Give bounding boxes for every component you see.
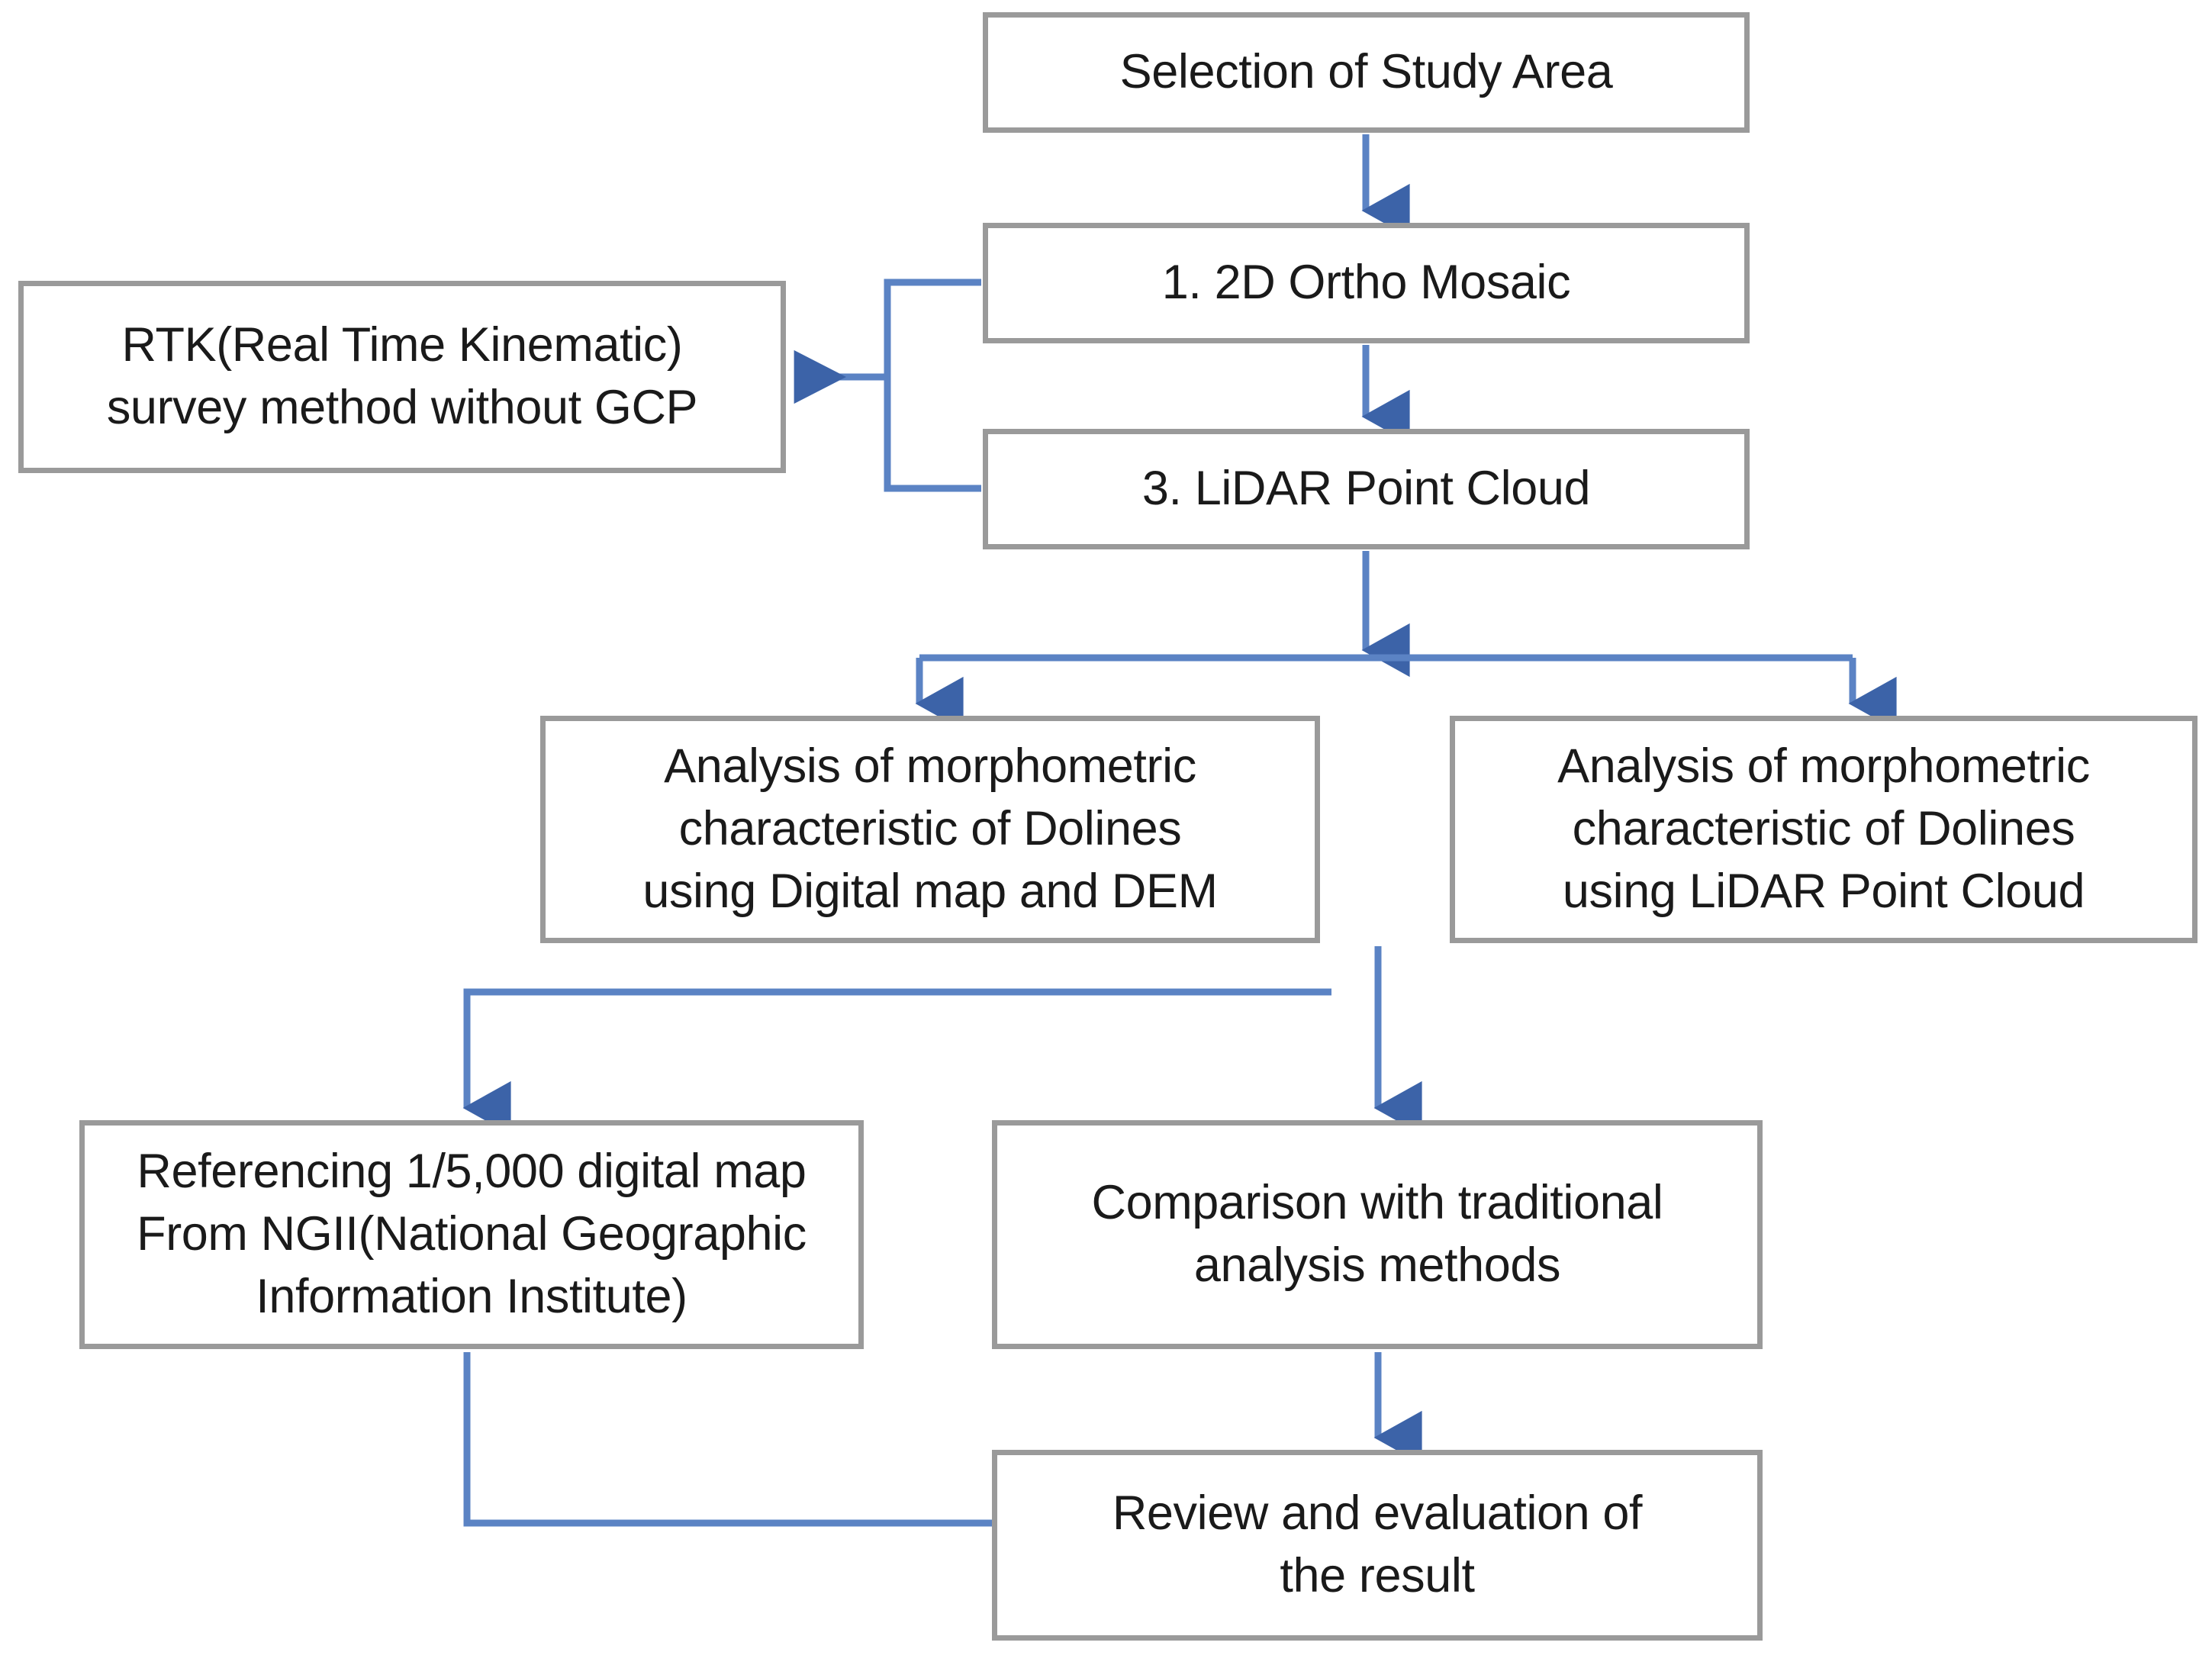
node-rtk-survey-method[interactable]: RTK(Real Time Kinematic) survey method w… [18, 281, 786, 473]
connector-analysis-dem-to-referencing [462, 988, 1331, 1135]
node-label: 3. LiDAR Point Cloud [1141, 462, 1591, 516]
node-label: Selection of Study Area [1119, 45, 1613, 99]
node-review-and-evaluation[interactable]: Review and evaluation of the result [992, 1450, 1763, 1641]
node-label: RTK(Real Time Kinematic) survey method w… [106, 318, 698, 434]
node-analysis-lidar-point-cloud[interactable]: Analysis of morphometric characteristic … [1450, 716, 2198, 943]
node-label: Review and evaluation of the result [1112, 1486, 1643, 1602]
node-label: 1. 2D Ortho Mosaic [1161, 256, 1571, 310]
node-2d-ortho-mosaic[interactable]: 1. 2D Ortho Mosaic [983, 223, 1750, 343]
node-label: Comparison with traditional analysis met… [1091, 1176, 1663, 1292]
node-lidar-point-cloud[interactable]: 3. LiDAR Point Cloud [983, 429, 1750, 549]
node-label: Analysis of morphometric characteristic … [642, 739, 1218, 918]
node-selection-of-study-area[interactable]: Selection of Study Area [983, 12, 1750, 133]
connector-bracket-stem-top [884, 279, 981, 492]
node-analysis-digital-map-dem[interactable]: Analysis of morphometric characteristic … [540, 716, 1320, 943]
node-label: Referencing 1/5,000 digital map From NGI… [137, 1145, 807, 1323]
node-referencing-digital-map-ngii[interactable]: Referencing 1/5,000 digital map From NGI… [79, 1120, 864, 1349]
node-comparison-traditional-methods[interactable]: Comparison with traditional analysis met… [992, 1120, 1763, 1349]
node-label: Analysis of morphometric characteristic … [1557, 739, 2090, 918]
